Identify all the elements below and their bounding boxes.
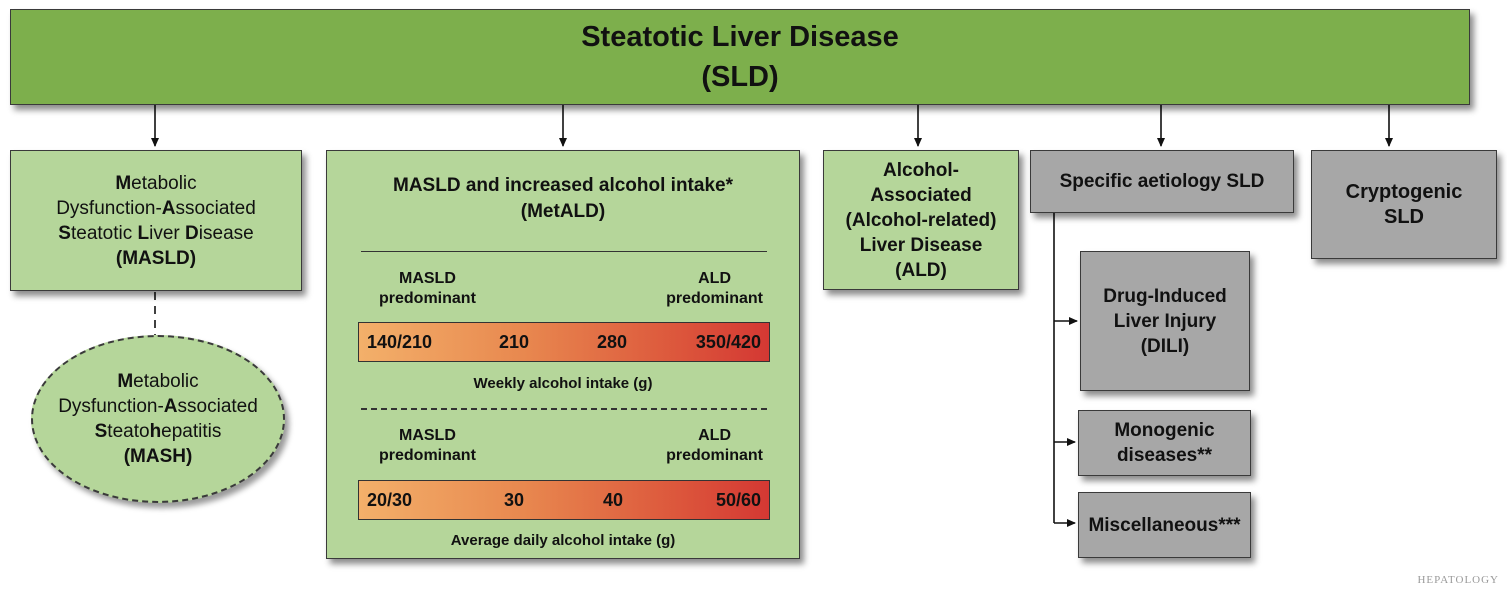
miscellaneous-label: Miscellaneous*** (1088, 514, 1241, 536)
daily-value-4: 50/60 (715, 490, 761, 510)
dili-line-1: Drug-Induced (1103, 285, 1227, 307)
weekly-value-4: 350/420 (695, 332, 761, 352)
weekly-intake-gradient-bar: 140/210 210 280 350/420 (358, 322, 770, 362)
masld-line-2: Dysfunction-Associated (56, 197, 256, 219)
monogenic-line-1: Monogenic (1114, 420, 1215, 441)
mash-line-3: Steatohepatitis (94, 421, 222, 442)
metald-title: MASLD and increased alcohol intake* (393, 175, 733, 196)
ald-line-1: Alcohol- (883, 159, 959, 181)
daily-intake-gradient-bar: 20/30 30 40 50/60 (358, 480, 770, 520)
ald-line-4: Liver Disease (859, 234, 983, 256)
masld-line-3: Steatotic Liver Disease (58, 222, 254, 244)
daily-value-3: 40 (603, 490, 624, 510)
monogenic-box: Monogenic diseases** (1078, 410, 1251, 476)
daily-caption: Average daily alcohol intake (g) (450, 532, 676, 549)
dili-box: Drug-Induced Liver Injury (DILI) (1080, 251, 1250, 391)
dili-line-3: (DILI) (1140, 335, 1190, 357)
ald-box: Alcohol- Associated (Alcohol-related) Li… (823, 150, 1019, 290)
daily-value-2: 30 (504, 490, 525, 510)
sld-header-box: Steatotic Liver Disease (SLD) (10, 9, 1470, 105)
miscellaneous-box: Miscellaneous*** (1078, 492, 1251, 558)
weekly-value-1: 140/210 (367, 332, 433, 352)
weekly-value-2: 210 (499, 332, 530, 352)
masld-line-1: Metabolic (115, 172, 197, 194)
weekly-value-3: 280 (597, 332, 628, 352)
metald-abbr: (MetALD) (520, 201, 606, 222)
ald-line-2: Associated (870, 184, 972, 206)
daily-value-1: 20/30 (367, 490, 413, 510)
dili-line-2: Liver Injury (1113, 310, 1217, 332)
specific-aetiology-label: Specific aetiology SLD (1059, 171, 1265, 192)
ald-line-5: (ALD) (895, 259, 947, 281)
mash-ellipse: Metabolic Dysfunction-Associated Steatoh… (31, 335, 285, 503)
masld-box: Metabolic Dysfunction-Associated Steatot… (10, 150, 302, 291)
sld-abbr: (SLD) (701, 61, 779, 93)
sld-title: Steatotic Liver Disease (581, 21, 899, 53)
metald-box: MASLD and increased alcohol intake* (Met… (326, 150, 800, 559)
masld-abbr: (MASLD) (115, 247, 197, 269)
ald-line-3: (Alcohol-related) (845, 209, 997, 231)
cryptogenic-line-1: Cryptogenic (1345, 180, 1463, 203)
monogenic-line-2: diseases** (1116, 445, 1213, 466)
cryptogenic-line-2: SLD (1384, 205, 1424, 228)
metald-divider-dashed (361, 408, 767, 410)
journal-watermark: HEPATOLOGY (1417, 574, 1499, 586)
weekly-caption: Weekly alcohol intake (g) (473, 375, 653, 392)
specific-aetiology-box: Specific aetiology SLD (1030, 150, 1294, 213)
mash-line-1: Metabolic (117, 371, 199, 392)
metald-divider-solid (361, 251, 767, 252)
mash-abbr: (MASH) (123, 446, 193, 467)
cryptogenic-box: Cryptogenic SLD (1311, 150, 1497, 259)
mash-line-2: Dysfunction-Associated (58, 396, 258, 417)
